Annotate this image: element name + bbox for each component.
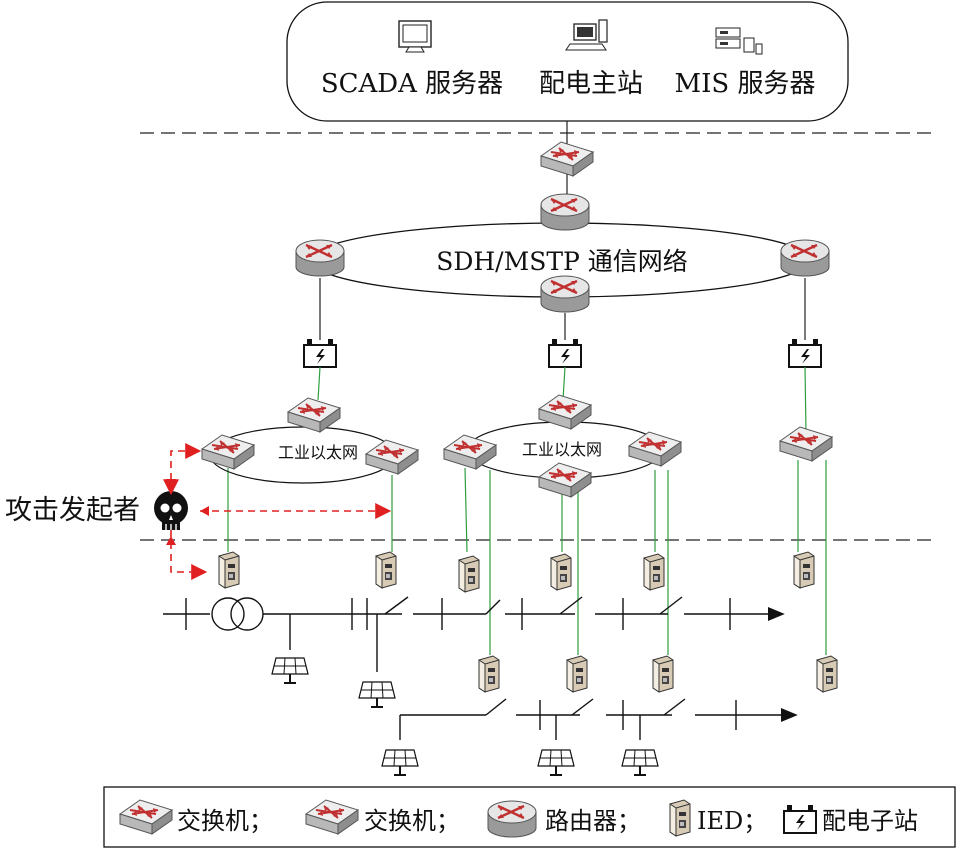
ied-icon: [478, 655, 500, 693]
ethernet-label-left: 工业以太网: [278, 443, 358, 462]
solar-panel-icon: [271, 657, 309, 684]
ied-icon: [816, 655, 838, 693]
master-station-panel: [286, 1, 849, 122]
core-switch: [540, 141, 594, 177]
ied-icon: [550, 553, 572, 591]
master-station-label: 配电主站: [539, 69, 643, 99]
ied-icon: [218, 551, 240, 589]
router-top: [539, 192, 591, 232]
legend-substation: 配电子站: [822, 807, 918, 835]
ethernet-label-mid: 工业以太网: [522, 440, 602, 459]
feeder-line-1: [163, 596, 785, 672]
ethernet-switch: [628, 431, 682, 467]
ethernet-switch: [201, 434, 255, 470]
ied-icon: [458, 555, 480, 593]
scada-server-label: SCADA 服务器: [321, 69, 503, 99]
router-bottom: [539, 274, 591, 314]
monitor-icon: [398, 20, 432, 53]
server-icon: [715, 27, 763, 55]
legend-router: 路由器；: [545, 807, 641, 835]
ethernet-switch: [365, 439, 419, 475]
solar-panel-icon: [621, 749, 659, 776]
ied-icon: [669, 799, 691, 837]
legend-switch-2: 交换机；: [364, 807, 460, 835]
substation-icon: [548, 338, 582, 368]
green-links: [227, 366, 827, 655]
substation-icon: [303, 338, 337, 368]
ied-icon: [375, 551, 397, 589]
sdh-network-label: SDH/MSTP 通信网络: [436, 247, 688, 276]
router-left: [294, 238, 346, 278]
computer-icon: [565, 19, 608, 51]
ied-icon: [643, 553, 665, 591]
feeder-line-2: [399, 698, 798, 740]
router-right: [779, 238, 831, 278]
skull-icon: [154, 491, 188, 530]
substation-icon: [788, 338, 822, 368]
ethernet-switch: [443, 434, 497, 470]
legend-switch-1: 交换机；: [177, 807, 273, 835]
router-icon: [486, 799, 538, 839]
attacker-label: 攻击发起者: [5, 495, 140, 526]
ethernet-switch: [538, 462, 592, 498]
ied-icon: [652, 655, 674, 693]
ethernet-switch: [538, 394, 592, 430]
ied-icon: [793, 551, 815, 589]
solar-panel-icon: [381, 749, 419, 776]
ethernet-switch: [779, 426, 833, 462]
solar-panel-icon: [358, 681, 396, 708]
legend-ied: IED；: [697, 807, 767, 835]
mis-server-label: MIS 服务器: [675, 69, 816, 99]
ied-icon: [566, 655, 588, 693]
solar-panel-icon: [537, 749, 575, 776]
